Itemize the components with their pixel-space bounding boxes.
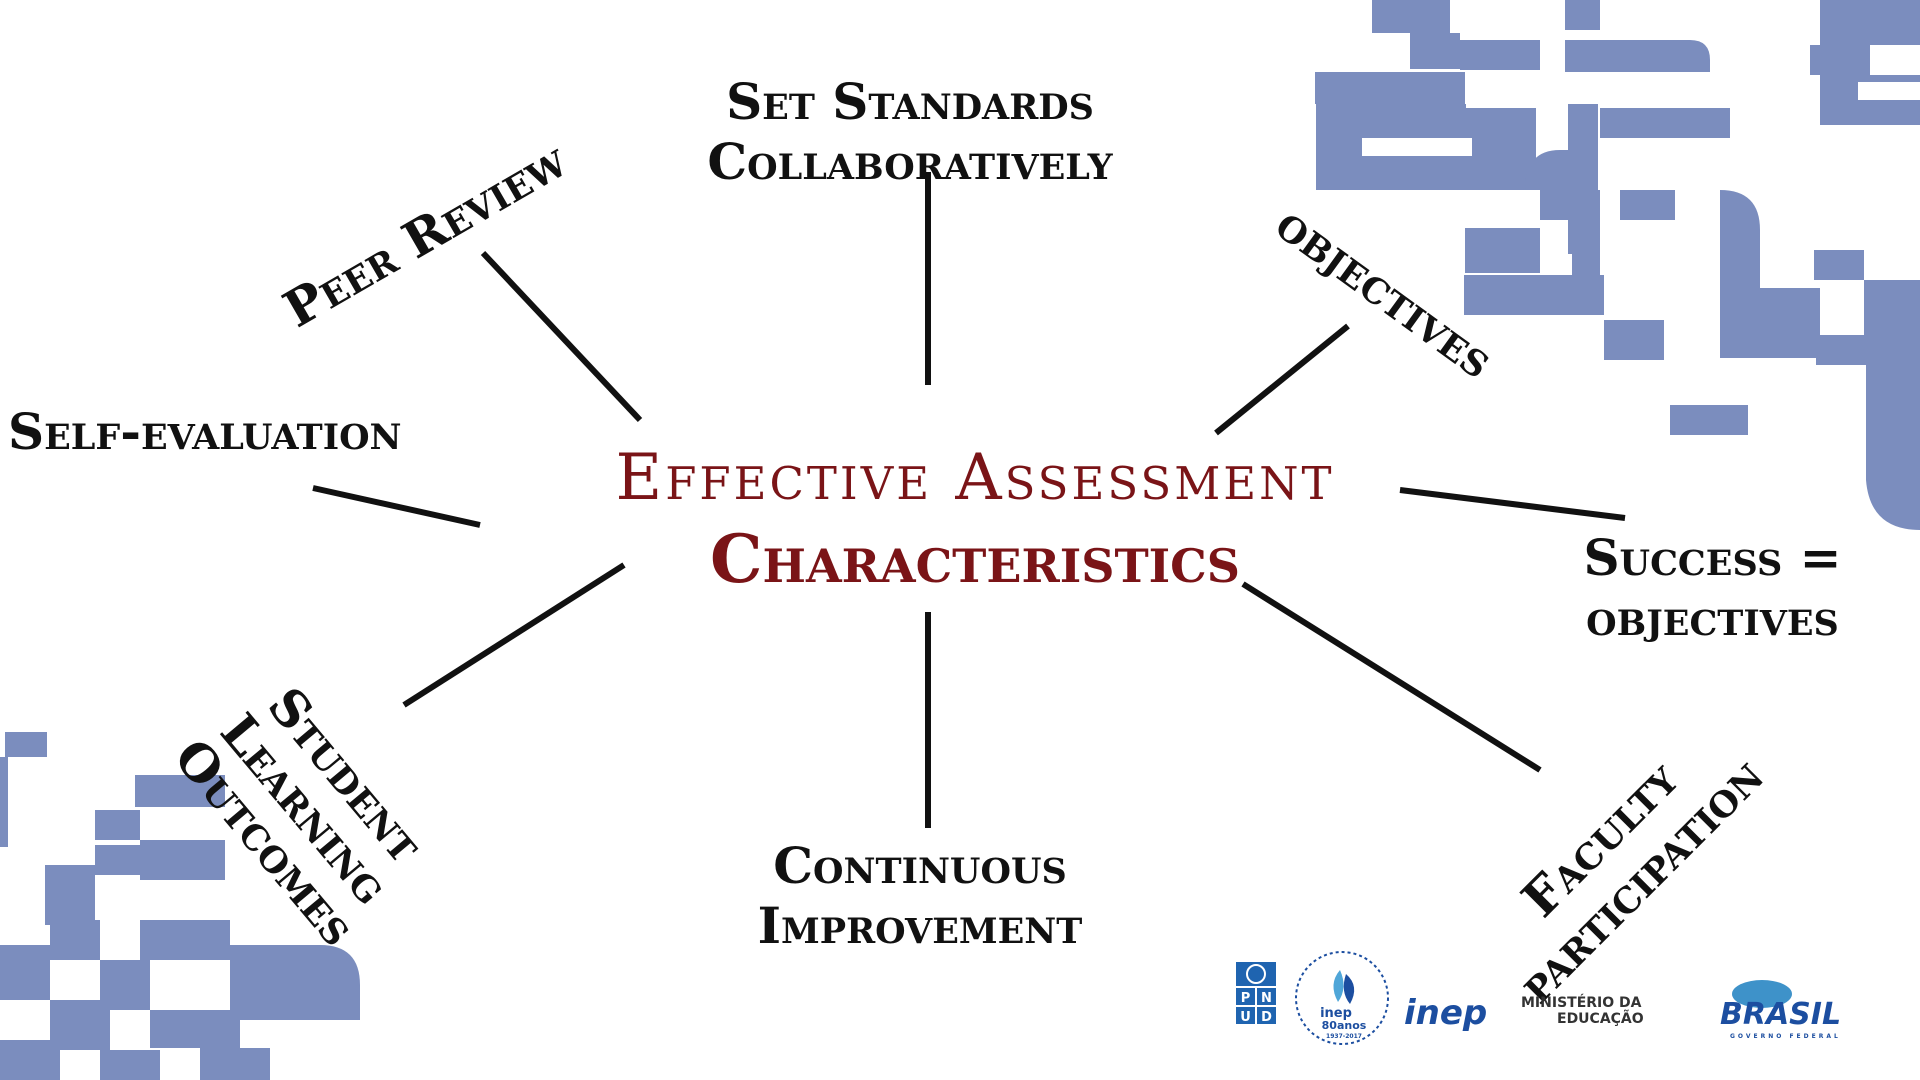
ministerio-line2: EDUCAÇÃO bbox=[1557, 1010, 1644, 1027]
pnud-letter-p: P bbox=[1241, 991, 1251, 1006]
inep80-name: inep bbox=[1320, 1006, 1352, 1021]
inep80-range: 1937-2017 bbox=[1326, 1033, 1362, 1040]
spoke-peer-review bbox=[480, 250, 643, 423]
bottom-left-block-pattern bbox=[0, 732, 360, 1080]
spoke-student-outcomes bbox=[402, 562, 626, 708]
governo-federal-text: GOVERNO FEDERAL bbox=[1730, 1033, 1841, 1040]
central-title-line1: Effective Assessment bbox=[615, 441, 1335, 515]
node-self-evaluation-line1: Self-evaluation bbox=[8, 402, 402, 461]
pnud-letter-d: D bbox=[1261, 1010, 1272, 1025]
spoke-faculty-participation bbox=[1241, 581, 1542, 773]
inep-wordmark: inep bbox=[1404, 993, 1487, 1033]
ministerio-educacao-logo: MINISTÉRIO DA EDUCAÇÃO bbox=[1521, 994, 1644, 1027]
node-self-evaluation: Self-evaluation bbox=[8, 402, 468, 462]
spoke-success-objectives bbox=[1399, 487, 1626, 521]
spoke-objectives bbox=[1214, 323, 1350, 436]
brasil-wordmark: BRASIL bbox=[1720, 997, 1841, 1032]
pnud-logo: P N U D bbox=[1236, 962, 1276, 1025]
node-success-objectives-line2: objectives bbox=[1586, 588, 1839, 647]
inep-logo: inep bbox=[1404, 993, 1487, 1033]
pnud-letter-n: N bbox=[1261, 991, 1272, 1006]
node-success-objectives: Success = objectives bbox=[1545, 528, 1880, 648]
inep-80-anos-logo: inep 80anos 1937-2017 bbox=[1295, 951, 1389, 1045]
ministerio-line1: MINISTÉRIO DA bbox=[1521, 994, 1642, 1011]
node-continuous-improvement-line1: Continuous bbox=[773, 836, 1067, 895]
node-success-objectives-line1: Success = bbox=[1583, 528, 1842, 587]
node-set-standards: Set Standards Collaboratively bbox=[660, 72, 1160, 192]
spoke-self-evaluation bbox=[312, 485, 481, 528]
central-title-line2: Characteristics bbox=[709, 520, 1241, 598]
top-right-block-pattern bbox=[1315, 0, 1920, 530]
brasil-governo-federal-logo: BRASIL GOVERNO FEDERAL bbox=[1720, 980, 1841, 1040]
pnud-letter-u: U bbox=[1240, 1010, 1251, 1025]
node-set-standards-line1: Set Standards bbox=[726, 72, 1094, 131]
node-continuous-improvement: Continuous Improvement bbox=[690, 836, 1150, 956]
node-set-standards-line2: Collaboratively bbox=[707, 132, 1113, 191]
central-title: Effective Assessment Characteristics bbox=[585, 438, 1365, 601]
inep80-years: 80anos bbox=[1322, 1019, 1367, 1032]
partner-logos: P N U D inep 80anos 1937-2017 inep MINIS… bbox=[1236, 951, 1841, 1045]
node-continuous-improvement-line2: Improvement bbox=[757, 896, 1083, 955]
